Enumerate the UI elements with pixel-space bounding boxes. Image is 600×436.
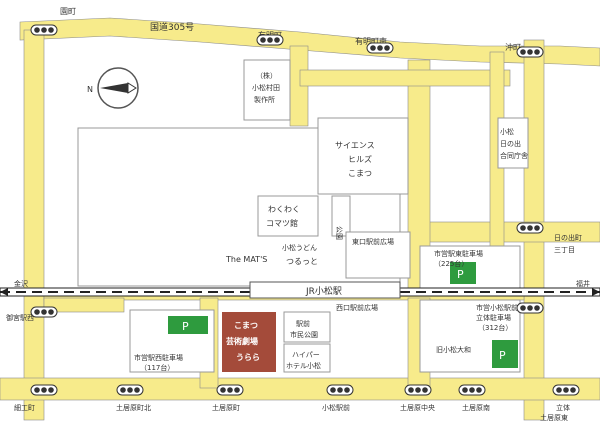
label-parking-west-name: 市営駅西駐車場 — [134, 353, 183, 362]
arrow-west — [0, 288, 8, 296]
label-parking-south-name-1: 市営小松駅前 — [476, 303, 518, 312]
traffic-signal-icon — [216, 384, 244, 396]
block-koen — [331, 195, 351, 237]
block-ekimae-park — [283, 311, 331, 343]
label-theatre-1: こまつ — [234, 321, 258, 330]
road-lower-left — [43, 297, 125, 313]
label-parking-south-cap: （312台） — [478, 323, 512, 332]
label-theatre-3: うらら — [236, 353, 260, 362]
label-west-plaza: 西口駅前広場 — [336, 303, 378, 312]
label-wakuwaku-1: わくわく — [268, 205, 300, 214]
label-godo-1: 小松 — [500, 127, 514, 136]
road-south — [0, 377, 600, 401]
label-station: JR小松駅 — [305, 285, 342, 297]
label-parking-west-cap: （117台） — [140, 363, 174, 372]
label-hinode-1: 日の出町 — [554, 233, 582, 242]
label-murata-1: （株） — [256, 71, 277, 80]
label-route305: 国道305号 — [150, 21, 194, 33]
label-parking-east-cap: （225台） — [434, 259, 468, 268]
label-parking-south-name-2: 立体駐車場 — [476, 313, 511, 322]
parking-marks: P P P — [168, 262, 518, 368]
label-udon-bottom: つるっと — [286, 257, 318, 266]
block-hinode-godo — [497, 117, 529, 169]
road-route305 — [19, 17, 600, 67]
block-wakuwaku — [257, 195, 319, 237]
parking-mark-south-text: P — [499, 349, 506, 362]
label-gosangyonishi: 御宮駅西 — [6, 313, 34, 322]
block-east-plaza — [345, 231, 411, 279]
label-ekimae-park-1: 駅前 — [296, 319, 310, 328]
traffic-signal-icon — [516, 302, 544, 314]
traffic-signal-icon — [30, 306, 58, 318]
traffic-signal-icon — [404, 384, 432, 396]
traffic-signal-icon — [116, 384, 144, 396]
block-hyper-hotel — [283, 343, 331, 373]
label-hyper-1: ハイパー — [292, 351, 320, 359]
label-kanazawa: 金沢 — [14, 279, 28, 288]
parking-mark-west-text: P — [182, 320, 189, 333]
label-koen: 公園 — [335, 226, 343, 240]
label-doirahara: 土居原町 — [212, 403, 240, 412]
label-okinaka: 沖町 — [505, 42, 521, 52]
label-east-plaza: 東口駅前広場 — [352, 237, 394, 246]
traffic-signal-icon — [516, 222, 544, 234]
label-godo-2: 日の出 — [500, 139, 521, 148]
label-ekimae-park-2: 市民公園 — [290, 330, 318, 339]
label-science-3: こまつ — [348, 169, 372, 178]
traffic-signals — [30, 24, 580, 396]
parking-mark-east — [450, 262, 476, 284]
traffic-signal-icon — [30, 384, 58, 396]
compass-icon: N — [87, 67, 139, 109]
label-ariake-south: 有明町南 — [355, 36, 387, 46]
traffic-signal-icon — [366, 42, 394, 54]
label-murata-3: 製作所 — [254, 95, 275, 104]
traffic-signal-icon — [458, 384, 486, 396]
parking-mark-south — [492, 340, 518, 368]
label-hyper-2: ホテル小松 — [286, 361, 321, 370]
label-udon-top: 小松うどん — [282, 243, 317, 252]
label-komatsu-ekimae: 小松駅前 — [322, 403, 350, 412]
label-the-mats: The MAT'S — [225, 255, 267, 264]
traffic-signal-icon — [256, 34, 284, 46]
traffic-signal-icon — [516, 46, 544, 58]
traffic-signal-icon — [552, 384, 580, 396]
arrow-east — [592, 288, 600, 296]
label-rittai-1: 立体 — [556, 403, 570, 412]
parking-mark-east-text: P — [457, 268, 464, 281]
label-fukui: 福井 — [576, 279, 590, 288]
parking-mark-west — [168, 316, 208, 334]
label-godo-3: 合同庁舎 — [500, 151, 528, 160]
traffic-signal-icon — [30, 24, 58, 36]
label-science-1: サイエンス — [335, 141, 375, 150]
label-doirahara-minami: 土居原南 — [462, 403, 490, 412]
label-sono: 園町 — [60, 7, 76, 16]
label-hinode-2: 三丁目 — [554, 246, 575, 254]
block-murata — [243, 59, 291, 121]
label-hakuchou: 細工町 — [14, 403, 35, 412]
compass-n: N — [87, 85, 93, 94]
label-kyu-yamato: 旧小松大和 — [436, 345, 471, 354]
road-west — [23, 29, 45, 421]
traffic-signal-icon — [326, 384, 354, 396]
block-science — [317, 117, 409, 195]
label-wakuwaku-2: コマツ館 — [266, 218, 298, 228]
label-parking-east-name: 市営駅東駐車場 — [434, 249, 483, 258]
label-rittai-2: 土居原東 — [540, 413, 568, 422]
road-ariake-branch — [299, 69, 511, 87]
label-doirahara-kita: 土居原町北 — [116, 403, 151, 412]
label-science-2: ヒルズ — [348, 154, 372, 164]
label-murata-2: 小松村田 — [252, 83, 280, 92]
block-theatre — [222, 312, 276, 372]
station-platform — [249, 281, 401, 299]
label-theatre-2: 芸術劇場 — [226, 336, 258, 346]
label-doirahara-chuo: 土居原中央 — [400, 403, 435, 412]
